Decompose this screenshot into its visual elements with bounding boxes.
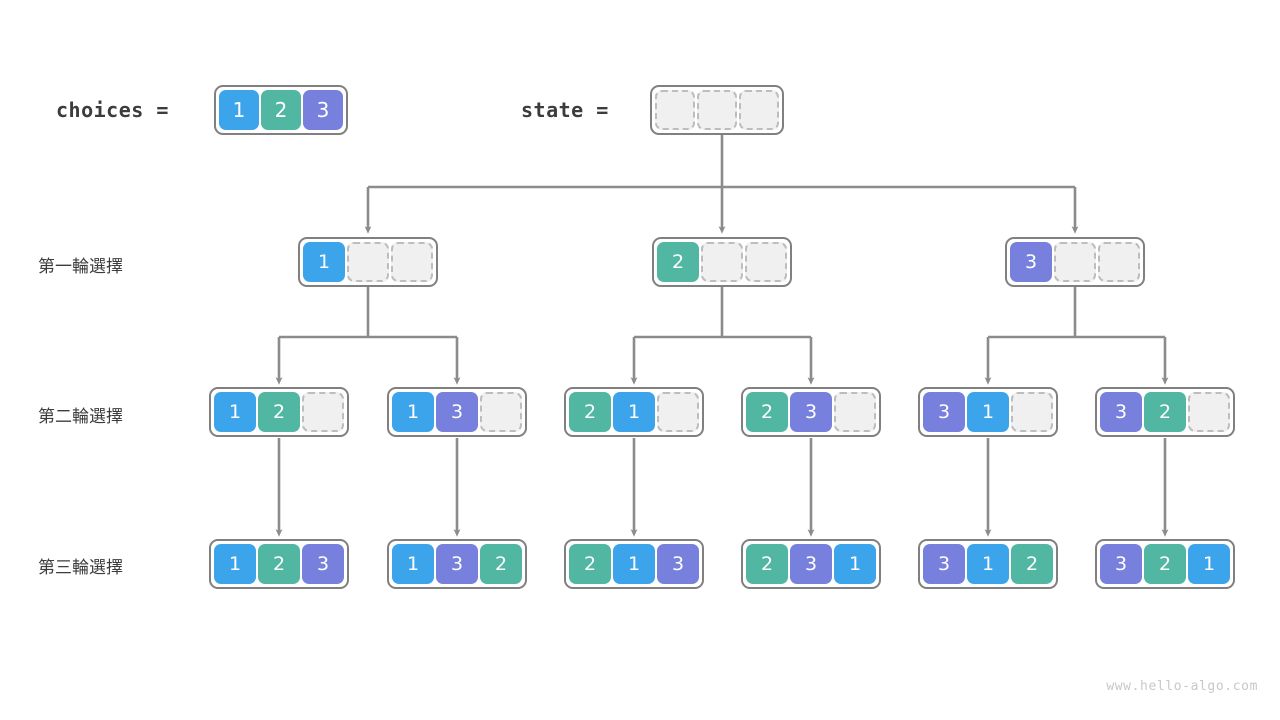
level2-node-3-cell-0: 2 <box>746 392 788 432</box>
level2-node-3-cell-2 <box>834 392 876 432</box>
level1-node-1: 2 <box>652 237 792 287</box>
level2-node-2-cell-2 <box>657 392 699 432</box>
level1-node-0: 1 <box>298 237 438 287</box>
level2-node-5-cell-1: 2 <box>1144 392 1186 432</box>
level3-node-2-cell-1: 1 <box>613 544 655 584</box>
state-cell-2 <box>739 90 779 130</box>
level3-node-1-cell-1: 3 <box>436 544 478 584</box>
row-label-round-2: 第二輪選擇 <box>38 407 123 427</box>
level2-node-0-cell-0: 1 <box>214 392 256 432</box>
watermark: www.hello-algo.com <box>1106 679 1258 694</box>
level3-node-1-cell-0: 1 <box>392 544 434 584</box>
level1-node-2-cell-0: 3 <box>1010 242 1052 282</box>
level1-node-2-cell-2 <box>1098 242 1140 282</box>
level3-node-3-cell-0: 2 <box>746 544 788 584</box>
state-cell-1 <box>697 90 737 130</box>
level3-node-3-cell-2: 1 <box>834 544 876 584</box>
level3-node-4-cell-1: 1 <box>967 544 1009 584</box>
level1-node-0-cell-1 <box>347 242 389 282</box>
level2-node-1-cell-2 <box>480 392 522 432</box>
level3-node-2-cell-2: 3 <box>657 544 699 584</box>
level3-node-4-cell-2: 2 <box>1011 544 1053 584</box>
choices-label: choices = <box>56 98 169 122</box>
level3-node-3-cell-1: 3 <box>790 544 832 584</box>
state-cell-0 <box>655 90 695 130</box>
row-label-round-3: 第三輪選擇 <box>38 558 123 578</box>
level3-node-0-cell-2: 3 <box>302 544 344 584</box>
level1-node-1-cell-0: 2 <box>657 242 699 282</box>
level2-node-2-cell-0: 2 <box>569 392 611 432</box>
row-label-round-1: 第一輪選擇 <box>38 257 123 277</box>
level3-node-0-cell-0: 1 <box>214 544 256 584</box>
choices-cell-1: 2 <box>261 90 301 130</box>
level3-node-5-cell-1: 2 <box>1144 544 1186 584</box>
level2-node-1-cell-0: 1 <box>392 392 434 432</box>
level2-node-0-cell-1: 2 <box>258 392 300 432</box>
level3-node-5-cell-2: 1 <box>1188 544 1230 584</box>
level2-node-5-cell-0: 3 <box>1100 392 1142 432</box>
level1-node-1-cell-2 <box>745 242 787 282</box>
level1-node-1-cell-1 <box>701 242 743 282</box>
level3-node-4-cell-0: 3 <box>923 544 965 584</box>
level1-node-2-cell-1 <box>1054 242 1096 282</box>
level2-node-4-cell-2 <box>1011 392 1053 432</box>
level2-node-1-cell-1: 3 <box>436 392 478 432</box>
choices-cell-2: 3 <box>303 90 343 130</box>
level2-node-4-cell-1: 1 <box>967 392 1009 432</box>
level2-node-0-cell-2 <box>302 392 344 432</box>
level3-node-0-cell-1: 2 <box>258 544 300 584</box>
level1-node-0-cell-0: 1 <box>303 242 345 282</box>
level3-node-5-cell-0: 3 <box>1100 544 1142 584</box>
level2-node-5-cell-2 <box>1188 392 1230 432</box>
level2-node-2-cell-1: 1 <box>613 392 655 432</box>
level2-node-4-cell-0: 3 <box>923 392 965 432</box>
level3-node-1-cell-2: 2 <box>480 544 522 584</box>
choices-cell-0: 1 <box>219 90 259 130</box>
state-array <box>650 85 784 135</box>
level3-node-2-cell-0: 2 <box>569 544 611 584</box>
level2-node-3-cell-1: 3 <box>790 392 832 432</box>
level1-node-0-cell-2 <box>391 242 433 282</box>
level1-node-2: 3 <box>1005 237 1145 287</box>
state-label: state = <box>521 98 609 122</box>
